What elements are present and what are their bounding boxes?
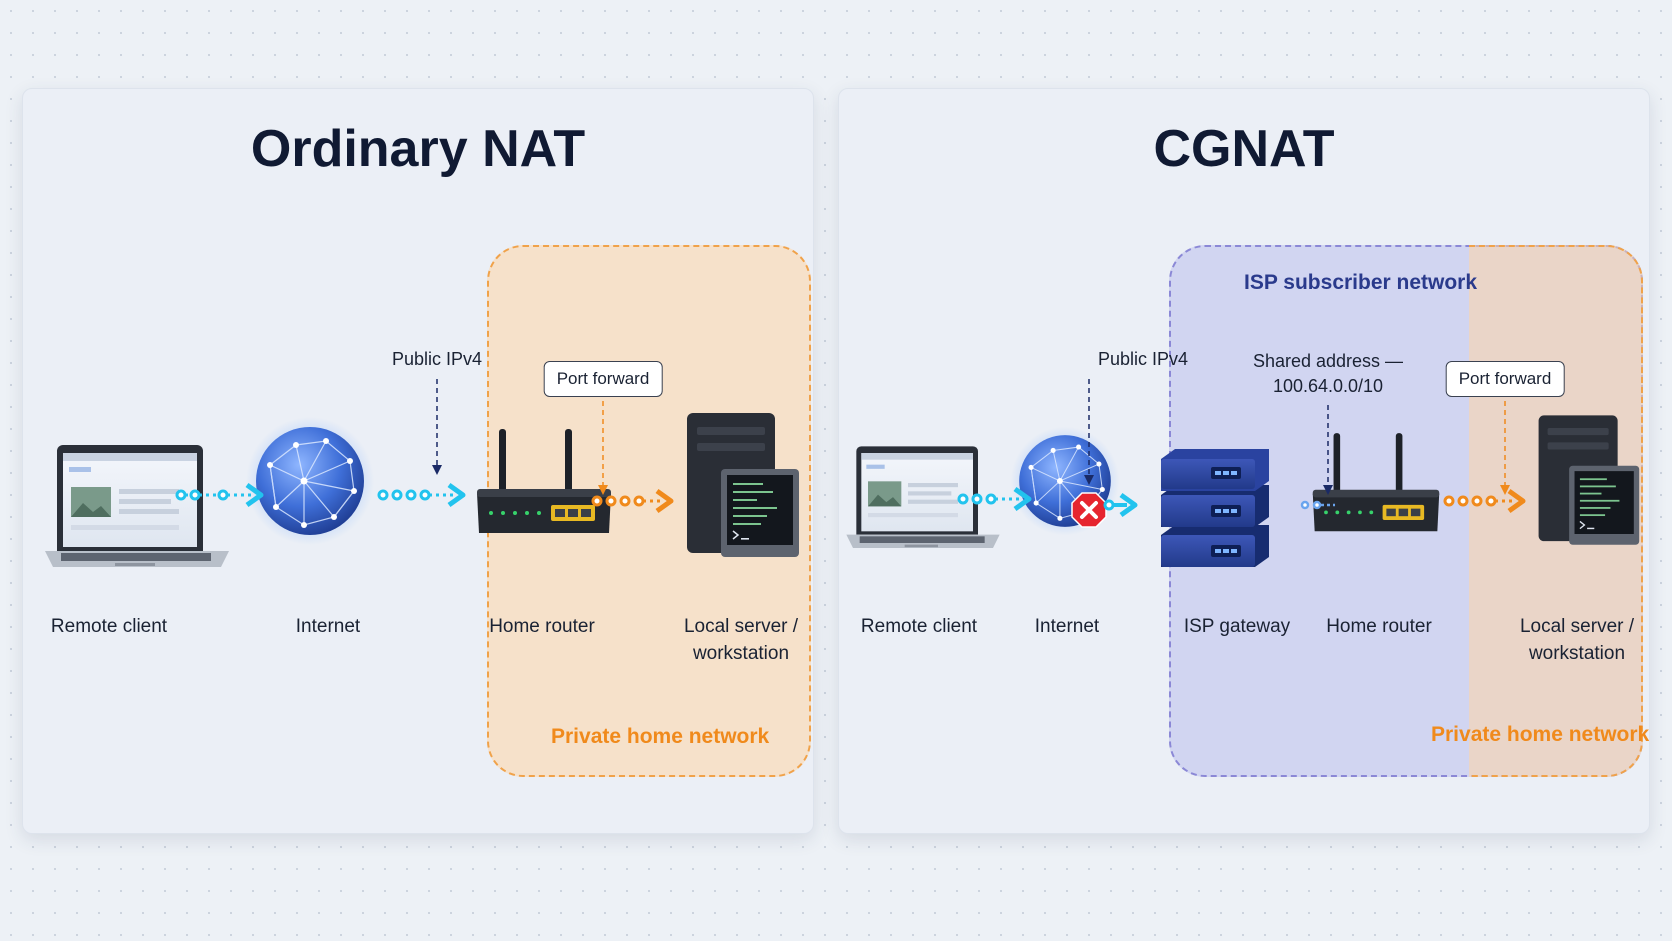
port-forward-badge: Port forward [543,361,663,397]
laptop-icon [41,441,233,597]
server-icon [683,413,801,559]
public-ipv4-pointer [1084,379,1094,485]
remote-client-label: Remote client [50,616,168,637]
private-home-network-label: Private home network [1431,723,1650,746]
local-server-label: Local server / workstation [684,613,798,667]
router-icon [1309,433,1443,539]
internet-label: Internet [1034,616,1100,637]
home-router-label: Home router [1326,616,1432,637]
lan-link [1443,488,1526,514]
internet-link-2 [377,482,466,508]
router-icon [473,429,615,541]
panel-title: Ordinary NAT [250,120,586,178]
shared-address-label: Shared address — 100.64.0.0/10 [1253,349,1403,399]
shared-address-line2: 100.64.0.0/10 [1272,376,1384,396]
home-router-label: Home router [489,616,595,637]
shared-address-pointer [1323,405,1333,495]
lan-link [591,488,674,514]
local-server-label: Local server / workstation [1520,613,1634,667]
laptop-icon [843,441,1003,575]
public-ipv4-label: Public IPv4 [1097,349,1189,369]
panel-title: CGNAT [1153,120,1335,178]
internet-link-1 [175,482,264,508]
shared-address-line1: Shared address — [1252,351,1404,371]
globe-icon [244,415,376,547]
cgnat-panel: CGNAT ISP subscriber network Private hom… [838,88,1650,834]
local-server-label-line1: Local server / [1519,616,1635,637]
port-forward-pointer [598,401,608,495]
internet-link-2 [1103,492,1138,518]
isp-subscriber-network-label: ISP subscriber network [1244,271,1478,294]
internet-link-1 [957,486,1032,512]
public-ipv4-label: Public IPv4 [391,349,483,369]
port-forward-pointer [1500,401,1510,495]
isp-link [1300,500,1335,510]
private-home-network-label: Private home network [551,725,770,748]
isp-gateway-icon [1155,449,1275,575]
public-ipv4-pointer [432,379,442,475]
port-forward-badge: Port forward [1445,361,1565,397]
local-server-label-line1: Local server / [683,616,799,637]
local-server-label-line2: workstation [692,643,790,664]
isp-gateway-label: ISP gateway [1183,616,1291,637]
ordinary-nat-panel: Ordinary NAT Private home network Remote… [22,88,814,834]
local-server-label-line2: workstation [1528,643,1626,664]
x-octagon-icon [1071,492,1107,528]
internet-label: Internet [295,616,361,637]
remote-client-label: Remote client [860,616,978,637]
server-icon [1535,415,1641,547]
